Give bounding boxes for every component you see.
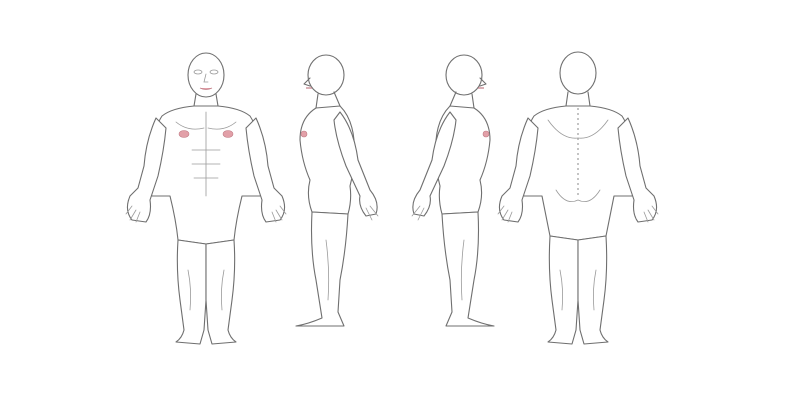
back-view-figure bbox=[497, 51, 659, 345]
highlight-right bbox=[222, 130, 234, 138]
front-view-figure bbox=[125, 52, 287, 345]
highlight-left bbox=[178, 130, 190, 138]
side-view-left-figure bbox=[295, 54, 379, 327]
side-view-right-figure bbox=[411, 54, 495, 327]
